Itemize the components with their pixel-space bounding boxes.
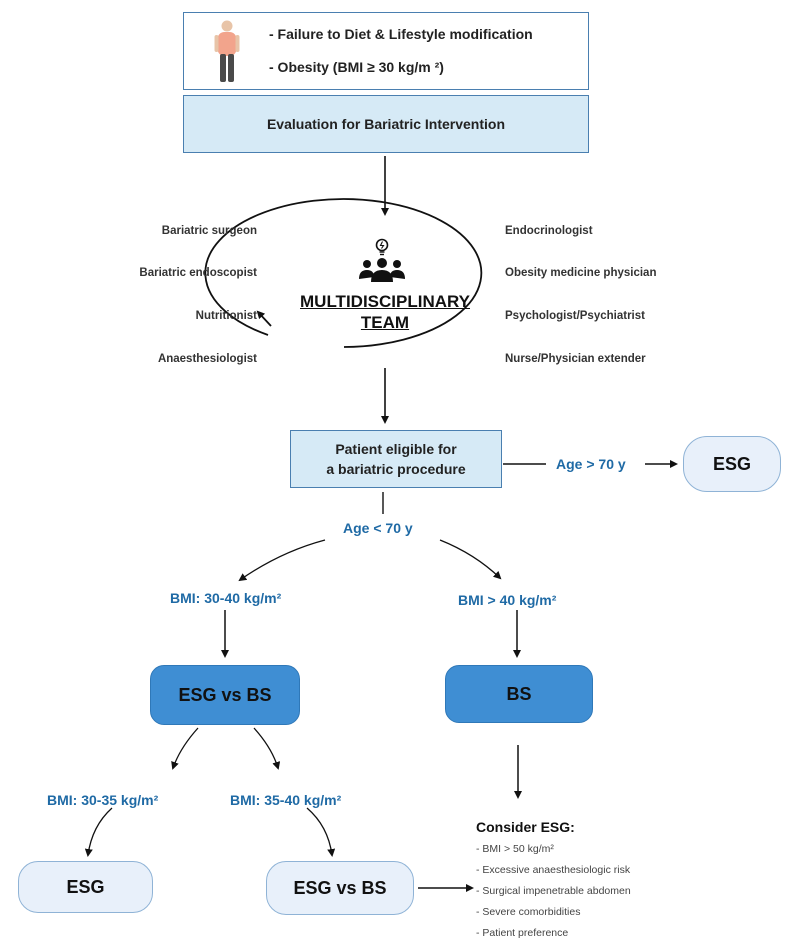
team-cycle-arrowhead <box>256 310 272 327</box>
curve-age-to-bmi-over-40 <box>439 539 502 580</box>
person-icon <box>214 20 240 82</box>
consider-item-comorbidities: - Severe comorbidities <box>476 906 581 918</box>
bmi-30-35-label: BMI: 30-35 kg/m² <box>47 792 159 808</box>
esg-vs-bs-mid-pill: ESG vs BS <box>150 665 300 725</box>
age-over-70-label: Age > 70 y <box>556 456 626 472</box>
curve-to-bmi-30-35 <box>171 727 199 770</box>
eligible-line2: a bariatric procedure <box>326 461 466 477</box>
consider-item-anaesthesiologic-risk: - Excessive anaesthesiologic risk <box>476 864 631 876</box>
curve-to-bmi-35-40 <box>253 727 281 770</box>
esg-top-pill: ESG <box>683 436 781 492</box>
evaluation-box: Evaluation for Bariatric Intervention <box>183 95 589 153</box>
bmi-over-40-label: BMI > 40 kg/m² <box>458 592 557 608</box>
criteria-diet: - Failure to Diet & Lifestyle modificati… <box>269 26 533 42</box>
team-member-right-1: Endocrinologist <box>505 225 593 237</box>
age-under-70-label: Age < 70 y <box>343 520 413 536</box>
team-title-line2: TEAM <box>360 313 410 332</box>
team-member-left-4: Anaesthesiologist <box>157 353 257 365</box>
team-member-right-4: Nurse/Physician extender <box>505 353 646 365</box>
team-member-right-3: Psychologist/Psychiatrist <box>505 310 645 322</box>
eligible-line1: Patient eligible for <box>335 441 457 457</box>
consider-item-patient-preference: - Patient preference <box>476 927 569 939</box>
team-member-left-2: Bariatric endoscopist <box>139 267 257 279</box>
esg-bottom-pill: ESG <box>18 861 153 913</box>
curve-bmi-30-35-to-esg <box>84 807 113 857</box>
bmi-30-40-label: BMI: 30-40 kg/m² <box>170 590 282 606</box>
bs-pill: BS <box>445 665 593 723</box>
curve-age-to-bmi-30-40 <box>238 539 326 582</box>
team-member-left-3: Nutritionist <box>195 310 257 322</box>
esg-vs-bs-bottom-pill: ESG vs BS <box>266 861 414 915</box>
team-cycle-ellipse <box>204 198 483 348</box>
team-idea-icon <box>359 238 405 282</box>
consider-item-bmi: - BMI > 50 kg/m² <box>476 843 554 855</box>
team-member-right-2: Obesity medicine physician <box>505 267 657 279</box>
consider-esg-title: Consider ESG: <box>476 819 575 835</box>
team-member-left-1: Bariatric surgeon <box>161 225 257 237</box>
team-title-line1: MULTIDISCIPLINARY <box>300 292 470 311</box>
consider-item-surgical-abdomen: - Surgical impenetrable abdomen <box>476 885 631 897</box>
team-title: MULTIDISCIPLINARY TEAM <box>270 291 500 333</box>
eligible-box: Patient eligible for a bariatric procedu… <box>290 430 502 488</box>
curve-bmi-35-40-to-esg-vs-bs <box>306 807 336 857</box>
criteria-obesity: - Obesity (BMI ≥ 30 kg/m ²) <box>269 59 444 75</box>
criteria-box: - Failure to Diet & Lifestyle modificati… <box>183 12 589 90</box>
bmi-35-40-label: BMI: 35-40 kg/m² <box>230 792 342 808</box>
